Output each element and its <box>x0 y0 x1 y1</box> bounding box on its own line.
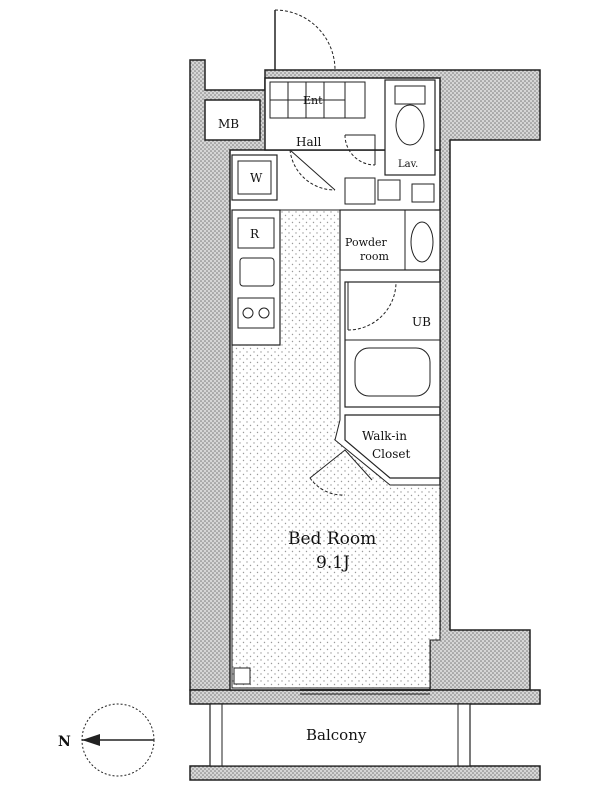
walk-in-closet <box>309 414 441 496</box>
balcony-window <box>300 689 430 695</box>
north-compass: N <box>58 703 155 777</box>
lav-label: Lav. <box>398 159 418 170</box>
hall-label: Hall <box>296 135 321 149</box>
hall-door <box>289 149 336 191</box>
ub-label: UB <box>412 315 431 329</box>
ent-label: Ent <box>303 94 323 107</box>
utility-cabinets <box>344 177 435 205</box>
closet-label: Closet <box>372 447 411 461</box>
kitchen-counter <box>231 209 281 346</box>
powder-room <box>339 209 441 271</box>
bed-room-label: Bed Room <box>288 529 376 549</box>
bed-room-size: 9.1J <box>316 553 350 573</box>
entry-door <box>274 9 336 71</box>
compass-north-label: N <box>58 734 71 750</box>
washer-space <box>231 154 278 201</box>
unit-bath <box>344 281 441 408</box>
powder-label: Powder <box>345 236 388 249</box>
w-label: W <box>250 171 263 185</box>
corner-box <box>233 667 251 685</box>
powder-room-label: room <box>360 250 390 263</box>
walk-in-label: Walk-in <box>362 429 407 443</box>
mb-closet <box>204 99 261 141</box>
balcony-label: Balcony <box>306 726 367 744</box>
balcony <box>209 703 471 767</box>
lav-room <box>344 79 436 176</box>
mb-label: MB <box>218 117 239 131</box>
entrance-step <box>269 81 366 119</box>
r-label: R <box>250 227 260 241</box>
